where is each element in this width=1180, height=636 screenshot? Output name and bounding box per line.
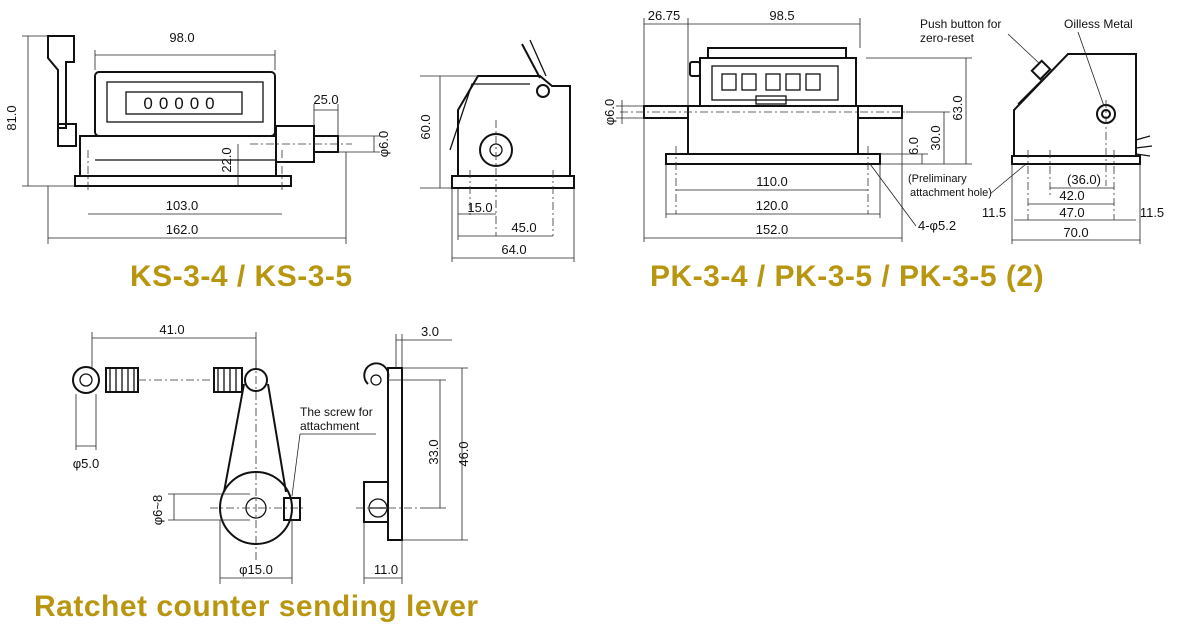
pk-dim-152: 152.0 <box>756 222 789 237</box>
pk-note-oilless: Oilless Metal <box>1064 17 1133 31</box>
lever-note-screw-2: attachment <box>300 419 360 433</box>
lever-dim-d15: φ15.0 <box>239 562 273 577</box>
lever-front-view <box>72 360 306 560</box>
pk-dim-42: 42.0 <box>1059 188 1084 203</box>
ks-dim-64: 64.0 <box>501 242 526 257</box>
ks-dim-60: 60.0 <box>418 114 433 139</box>
lever-note-screw-1: The screw for <box>300 405 373 419</box>
pk-side-view <box>1011 53 1153 220</box>
lever-dim-d68: φ6~8 <box>150 495 165 525</box>
ks-title: KS-3-4 / KS-3-5 <box>130 260 353 293</box>
pk-front-view <box>620 47 906 214</box>
ks-dim-81: 81.0 <box>4 105 19 130</box>
pk-dim-110: 110.0 <box>756 174 788 189</box>
lever-dim-3: 3.0 <box>421 324 439 339</box>
pk-dim-63: 63.0 <box>950 95 965 120</box>
lever-dim-11: 11.0 <box>374 562 398 577</box>
pk-dim-115-left: 11.5 <box>982 205 1006 220</box>
pk-dim-115-right: 11.5 <box>1140 205 1164 220</box>
pk-dim-holes: 4-φ5.2 <box>918 218 956 233</box>
ks-dim-d6: φ6.0 <box>376 131 391 158</box>
pk-note-preliminary-2: attachment hole) <box>910 187 992 199</box>
pk-dim-6: 6.0 <box>906 137 921 155</box>
ks-dim-45: 45.0 <box>511 220 536 235</box>
ks-dim-22: 22.0 <box>219 147 234 172</box>
pk-dim-d6: φ6.0 <box>602 99 617 126</box>
pk-dim-30: 30.0 <box>928 125 943 150</box>
ks-side-view <box>449 39 575 236</box>
lever-dim-33: 33.0 <box>426 439 441 464</box>
pk-dim-985: 98.5 <box>769 8 794 23</box>
ks-front-view <box>47 35 352 192</box>
lever-dim-46: 46.0 <box>456 441 471 466</box>
ks-dim-98: 98.0 <box>169 30 194 45</box>
pk-dim-47: 47.0 <box>1059 205 1084 220</box>
ks-dim-162: 162.0 <box>166 222 199 237</box>
pk-title: PK-3-4 / PK-3-5 / PK-3-5 (2) <box>650 260 1044 293</box>
lever-side-view <box>356 362 420 541</box>
lever-dim-41: 41.0 <box>159 322 184 337</box>
pk-note-preliminary-1: (Preliminary <box>908 173 967 185</box>
ks-counter-digits: 00000 <box>143 94 220 113</box>
ks-dim-15: 15.0 <box>467 200 492 215</box>
pk-dim-36: (36.0) <box>1067 172 1101 187</box>
lever-dim-d5: φ5.0 <box>73 456 100 471</box>
lever-title: Ratchet counter sending lever <box>34 590 479 623</box>
pk-dim-2675: 26.75 <box>648 8 681 23</box>
pk-dim-70: 70.0 <box>1063 225 1088 240</box>
ks-dim-103: 103.0 <box>166 198 199 213</box>
pk-note-push-2: zero-reset <box>920 31 975 45</box>
pk-dim-120: 120.0 <box>756 198 789 213</box>
ks-dim-25: 25.0 <box>313 92 338 107</box>
pk-note-push-1: Push button for <box>920 17 1001 31</box>
